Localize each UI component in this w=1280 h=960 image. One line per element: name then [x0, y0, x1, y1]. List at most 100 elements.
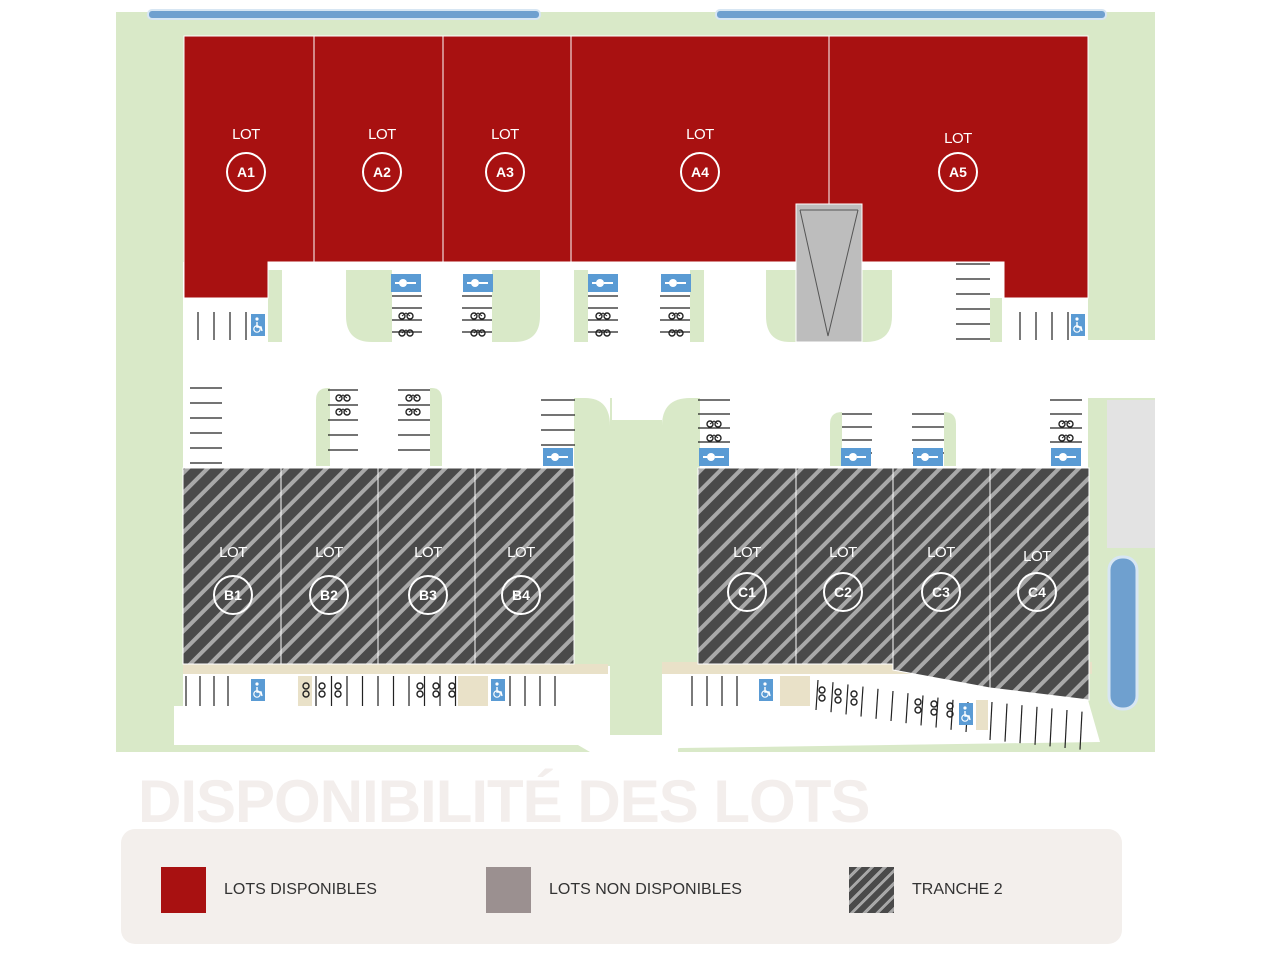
ev-charging-icon [588, 274, 618, 292]
legend-item-tranche: TRANCHE 2 [849, 867, 1003, 913]
lot-code-label: B4 [512, 587, 530, 603]
green-island-3 [574, 270, 588, 342]
lot-word-label: LOT [368, 126, 396, 143]
legend-label-tranche: TRANCHE 2 [912, 881, 1003, 898]
bottom-road [598, 735, 678, 755]
ev-charging-icon [841, 448, 871, 466]
lot-b3-shape [377, 467, 476, 665]
lot-code-circle [938, 152, 978, 192]
green-island-17 [780, 676, 810, 706]
parking-stall-line [1049, 708, 1053, 747]
lot-code-label: A2 [373, 164, 391, 180]
wheelchair-icon [250, 313, 266, 337]
lot-a2-shape [313, 35, 444, 263]
green-island-16 [458, 676, 488, 706]
green-island-7 [268, 270, 282, 342]
lot-code-label: C4 [1028, 584, 1046, 600]
lot-word-label: LOT [944, 130, 972, 147]
parking-stall-line [989, 701, 993, 741]
lot-a4[interactable]: LOT A4 [680, 126, 720, 192]
wheelchair-icon [758, 678, 774, 702]
green-island-18 [976, 700, 988, 730]
lot-b4-shape [474, 467, 575, 665]
lot-word-label: LOT [927, 544, 955, 561]
parking-stall-line [1004, 703, 1008, 742]
lot-word-label: LOT [507, 544, 535, 561]
ev-charging-icon [543, 448, 573, 466]
legend-item-available: LOTS DISPONIBLES [161, 867, 377, 913]
lot-labels: LOTA1LOTA2LOTA3LOTA4LOTA5LOTB1LOTB2LOTB3… [213, 126, 1057, 615]
green-island-12 [662, 398, 700, 666]
lot-a4-shape [570, 35, 830, 263]
lot-word-label: LOT [491, 126, 519, 143]
lot-code-circle [485, 152, 525, 192]
parking-stall-line [905, 693, 909, 724]
lot-a1[interactable]: LOT A1 [226, 126, 266, 192]
lot-code-label: A1 [237, 164, 255, 180]
green-island-4 [690, 270, 704, 342]
legend-label-available: LOTS DISPONIBLES [224, 881, 377, 898]
lot-word-label: LOT [829, 544, 857, 561]
parking-stall-line [1064, 709, 1068, 749]
legend-swatch-available [161, 867, 206, 913]
lot-word-label: LOT [414, 544, 442, 561]
grey-path-right [1107, 400, 1155, 548]
lot-code-circle [727, 572, 767, 612]
lot-code-label: C3 [932, 584, 950, 600]
ev-charging-icon [1051, 448, 1081, 466]
lot-code-label: B1 [224, 587, 242, 603]
parking-stall-line [890, 690, 894, 722]
ev-charging-icon [699, 448, 729, 466]
green-island-2 [492, 270, 540, 342]
lot-code-circle [309, 575, 349, 615]
legend-item-unavailable: LOTS NON DISPONIBLES [486, 867, 742, 913]
lot-c4-shape [989, 467, 1090, 701]
parking-stall-line [1019, 705, 1023, 744]
lot-c3[interactable]: LOT C3 [921, 544, 961, 612]
parking-stall-line [1034, 706, 1038, 745]
lot-code-circle [408, 575, 448, 615]
parking-stall-line [920, 695, 924, 726]
lot-a2[interactable]: LOT A2 [362, 126, 402, 192]
lot-code-circle [1017, 572, 1057, 612]
green-island-13 [830, 412, 842, 466]
wheelchair-icon [1070, 313, 1086, 337]
lot-b4[interactable]: LOT B4 [501, 544, 541, 615]
lot-code-circle [501, 575, 541, 615]
green-island-10 [430, 388, 442, 466]
page-title: DISPONIBILITÉ DES LOTS [138, 768, 870, 835]
ev-charging-icon [661, 274, 691, 292]
water-basin-right [1107, 555, 1139, 711]
lot-code-label: C1 [738, 584, 756, 600]
parking-stall-line [815, 679, 819, 711]
wheelchair-icon [958, 702, 974, 726]
parking-stall-line [860, 686, 864, 717]
lot-code-circle [921, 572, 961, 612]
lot-word-label: LOT [686, 126, 714, 143]
parking-stall-line [845, 684, 849, 715]
lot-code-circle [680, 152, 720, 192]
parking-stall-line [875, 688, 879, 719]
legend-panel: LOTS DISPONIBLES LOTS NON DISPONIBLES TR… [121, 829, 1122, 944]
lot-code-label: C2 [834, 584, 852, 600]
lot-c1-shape [697, 467, 797, 665]
green-island-5 [766, 270, 800, 342]
lot-c2[interactable]: LOT C2 [823, 544, 863, 612]
site-plan-map: LOTA1LOTA2LOTA3LOTA4LOTA5LOTB1LOTB2LOTB3… [116, 9, 1155, 755]
ev-charging-icon [913, 448, 943, 466]
green-island-8 [990, 298, 1002, 342]
lot-code-label: A4 [691, 164, 709, 180]
lot-word-label: LOT [232, 126, 260, 143]
green-strip-b-bottom [183, 664, 608, 674]
legend-swatch-unavailable [486, 867, 531, 913]
lot-code-circle [362, 152, 402, 192]
lot-b1-shape [182, 467, 282, 665]
lot-code-label: B2 [320, 587, 338, 603]
